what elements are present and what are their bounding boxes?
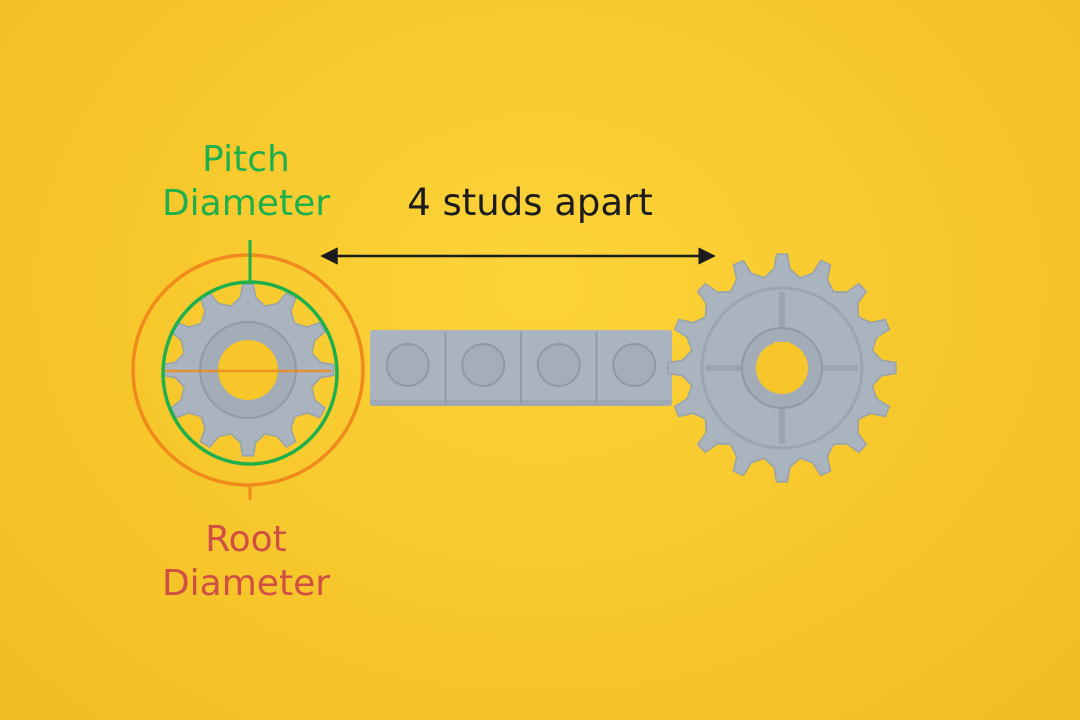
root-diameter-label: Root Diameter	[161, 519, 331, 604]
plate-stud	[461, 343, 506, 387]
plate-stud	[385, 343, 430, 387]
spacing-label: 4 studs apart	[407, 181, 653, 224]
large-gear	[667, 253, 897, 483]
plate-stud	[612, 343, 657, 387]
one-by-four-plate	[370, 330, 672, 406]
plate-stud	[536, 343, 581, 387]
pitch-diameter-circle	[161, 240, 339, 466]
pitch-diameter-label: Pitch Diameter	[161, 139, 331, 224]
plate-studs	[385, 332, 657, 404]
root-diameter-circle	[131, 253, 365, 500]
